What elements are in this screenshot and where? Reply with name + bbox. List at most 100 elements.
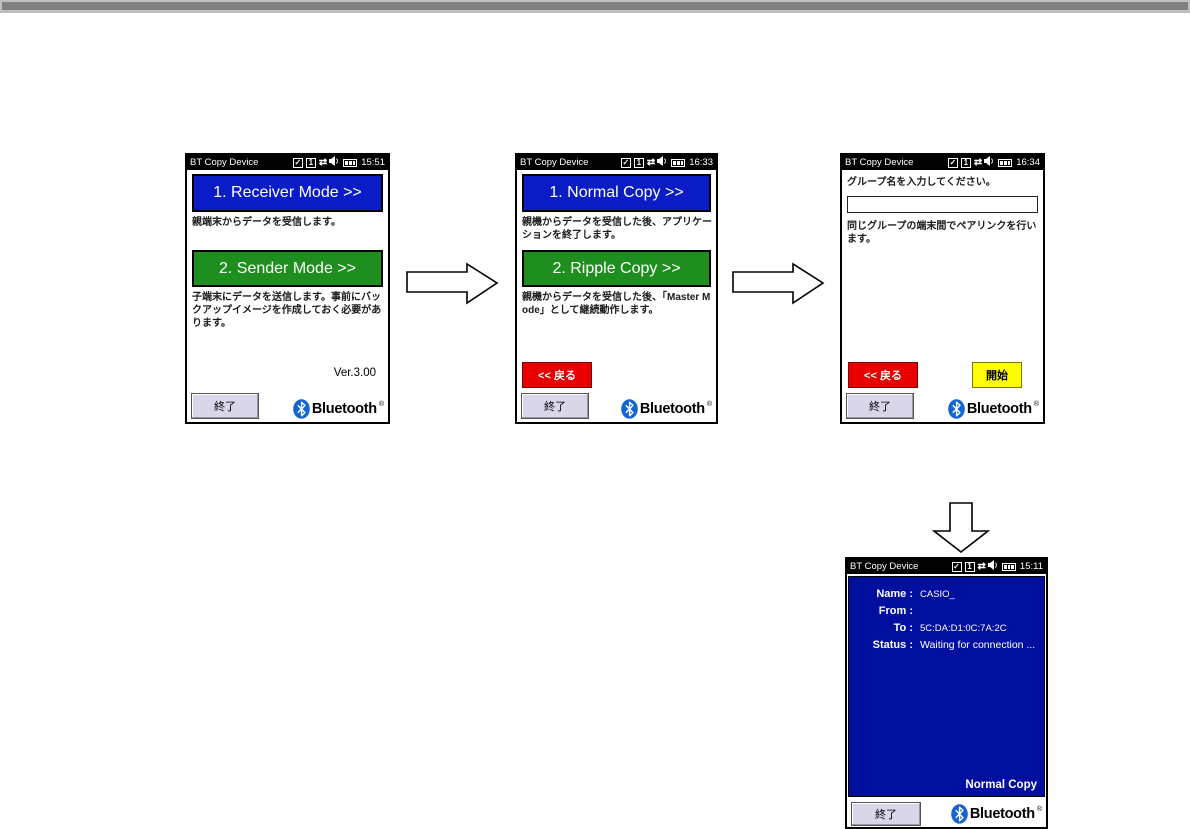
name-value: CASIO_ [920, 589, 955, 600]
ripple-copy-button[interactable]: 2. Ripple Copy >> [522, 250, 711, 287]
app-title: BT Copy Device [520, 157, 589, 168]
registered-mark: ® [1033, 400, 1039, 408]
window-top-strip [0, 0, 1190, 13]
device-screen-copy-select: BT Copy Device ✓ 1 ⇄ 16:33 1. Normal Cop… [515, 153, 718, 424]
device-titlebar: BT Copy Device ✓ 1 ⇄ 16:34 [842, 155, 1043, 170]
exit-button[interactable]: 終了 [846, 393, 914, 419]
exit-button[interactable]: 終了 [191, 393, 259, 419]
back-button-label: << 戻る [538, 370, 576, 382]
sender-mode-button-label: 2. Sender Mode >> [219, 259, 356, 277]
bluetooth-wordmark: Bluetooth [311, 401, 377, 417]
device-screen-status: BT Copy Device ✓ 1 ⇄ 15:11 Name : CASIO_… [845, 557, 1048, 829]
bluetooth-wordmark: Bluetooth [969, 806, 1035, 822]
ok-check-icon[interactable]: ✓ [947, 157, 958, 168]
to-value: 5C:DA:D1:0C:7A:2C [920, 623, 1007, 634]
group-name-prompt: グループ名を入力してください。 [847, 177, 996, 188]
from-label: From : [878, 605, 913, 617]
back-button-label: << 戻る [864, 370, 902, 382]
version-label: Ver.3.00 [333, 367, 376, 379]
volume-icon[interactable] [657, 156, 668, 169]
normal-copy-description: 親機からデータを受信した後、アプリケーションを終了します。 [522, 217, 712, 241]
bluetooth-icon [621, 399, 638, 419]
sender-mode-description: 子端末にデータを送信します。事前にバックアップイメージを作成しておく必要がありま… [192, 292, 382, 329]
exit-button-label: 終了 [214, 401, 236, 413]
bluetooth-logo: Bluetooth ® [948, 399, 1039, 419]
clock-time: 16:34 [1016, 157, 1040, 168]
registered-mark: ® [378, 400, 384, 408]
app-title: BT Copy Device [190, 157, 259, 168]
sender-mode-button[interactable]: 2. Sender Mode >> [192, 250, 383, 287]
status-value: Waiting for connection ... [920, 639, 1036, 651]
volume-icon[interactable] [329, 156, 340, 169]
battery-icon [1001, 562, 1016, 571]
exit-button-label: 終了 [544, 401, 566, 413]
ripple-copy-description: 親機からデータを受信した後、「Master Mode」として継続動作します。 [522, 292, 711, 316]
registered-mark: ® [706, 400, 712, 408]
bluetooth-wordmark: Bluetooth [966, 401, 1032, 417]
status-label: Status : [872, 639, 913, 651]
start-button-label: 開始 [986, 370, 1008, 382]
titlebar-icons: ✓ 1 ⇄ 15:11 [951, 560, 1043, 573]
bluetooth-icon [951, 804, 968, 824]
titlebar-icons: ✓ 1 ⇄ 15:51 [292, 156, 385, 169]
connectivity-icon[interactable]: ⇄ [318, 157, 327, 168]
normal-copy-button[interactable]: 1. Normal Copy >> [522, 174, 711, 212]
device-screen-group-input: BT Copy Device ✓ 1 ⇄ 16:34 グループ名を入力してくださ… [840, 153, 1045, 424]
exit-button[interactable]: 終了 [521, 393, 589, 419]
status-panel: Name : CASIO_ From : To : 5C:DA:D1:0C:7A… [848, 576, 1045, 797]
input-panel-icon[interactable]: 1 [633, 157, 644, 168]
input-panel-icon[interactable]: 1 [960, 157, 971, 168]
bluetooth-logo: Bluetooth ® [621, 399, 712, 419]
exit-button[interactable]: 終了 [851, 802, 921, 826]
ok-check-icon[interactable]: ✓ [620, 157, 631, 168]
device-screen-mode-select: BT Copy Device ✓ 1 ⇄ 15:51 1. Receiver M… [185, 153, 390, 424]
pairing-note: 同じグループの端末間でペアリンクを行います。 [847, 221, 1037, 245]
normal-copy-button-label: 1. Normal Copy >> [549, 184, 684, 201]
app-title: BT Copy Device [850, 561, 919, 572]
connectivity-icon[interactable]: ⇄ [646, 157, 655, 168]
flow-arrow-right-2 [732, 262, 825, 305]
app-title: BT Copy Device [845, 157, 914, 168]
receiver-mode-button[interactable]: 1. Receiver Mode >> [192, 174, 383, 212]
start-button[interactable]: 開始 [972, 362, 1022, 388]
device-titlebar: BT Copy Device ✓ 1 ⇄ 15:11 [847, 559, 1046, 574]
titlebar-icons: ✓ 1 ⇄ 16:34 [947, 156, 1040, 169]
exit-button-label: 終了 [875, 809, 897, 821]
volume-icon[interactable] [987, 560, 999, 573]
connectivity-icon[interactable]: ⇄ [977, 561, 986, 572]
registered-mark: ® [1036, 805, 1042, 813]
input-panel-icon[interactable]: 1 [305, 157, 316, 168]
clock-time: 15:51 [361, 157, 385, 168]
copy-mode-label: Normal Copy [965, 779, 1037, 791]
battery-icon [671, 158, 686, 167]
battery-icon [343, 158, 358, 167]
bluetooth-icon [293, 399, 310, 419]
bluetooth-logo: Bluetooth ® [951, 804, 1042, 824]
clock-time: 16:33 [689, 157, 713, 168]
titlebar-icons: ✓ 1 ⇄ 16:33 [620, 156, 713, 169]
volume-icon[interactable] [984, 156, 995, 169]
connectivity-icon[interactable]: ⇄ [973, 157, 982, 168]
clock-time: 15:11 [1019, 561, 1043, 572]
ripple-copy-button-label: 2. Ripple Copy >> [552, 259, 681, 277]
bluetooth-logo: Bluetooth ® [293, 399, 384, 419]
exit-button-label: 終了 [869, 401, 891, 413]
name-label: Name : [876, 588, 913, 600]
ok-check-icon[interactable]: ✓ [292, 157, 303, 168]
to-label: To : [893, 622, 913, 634]
battery-icon [998, 158, 1013, 167]
flow-arrow-down [932, 502, 990, 554]
window-top-strip-bar [2, 2, 1188, 10]
back-button[interactable]: << 戻る [522, 362, 592, 388]
input-panel-icon[interactable]: 1 [964, 561, 975, 572]
bluetooth-icon [948, 399, 965, 419]
back-button[interactable]: << 戻る [848, 362, 918, 388]
device-titlebar: BT Copy Device ✓ 1 ⇄ 15:51 [187, 155, 388, 170]
ok-check-icon[interactable]: ✓ [951, 561, 962, 572]
group-name-input[interactable] [847, 196, 1038, 213]
bluetooth-wordmark: Bluetooth [639, 401, 705, 417]
device-titlebar: BT Copy Device ✓ 1 ⇄ 16:33 [517, 155, 716, 170]
flow-arrow-right-1 [406, 262, 499, 305]
receiver-mode-description: 親端末からデータを受信します。 [192, 217, 341, 228]
receiver-mode-button-label: 1. Receiver Mode >> [213, 184, 362, 201]
